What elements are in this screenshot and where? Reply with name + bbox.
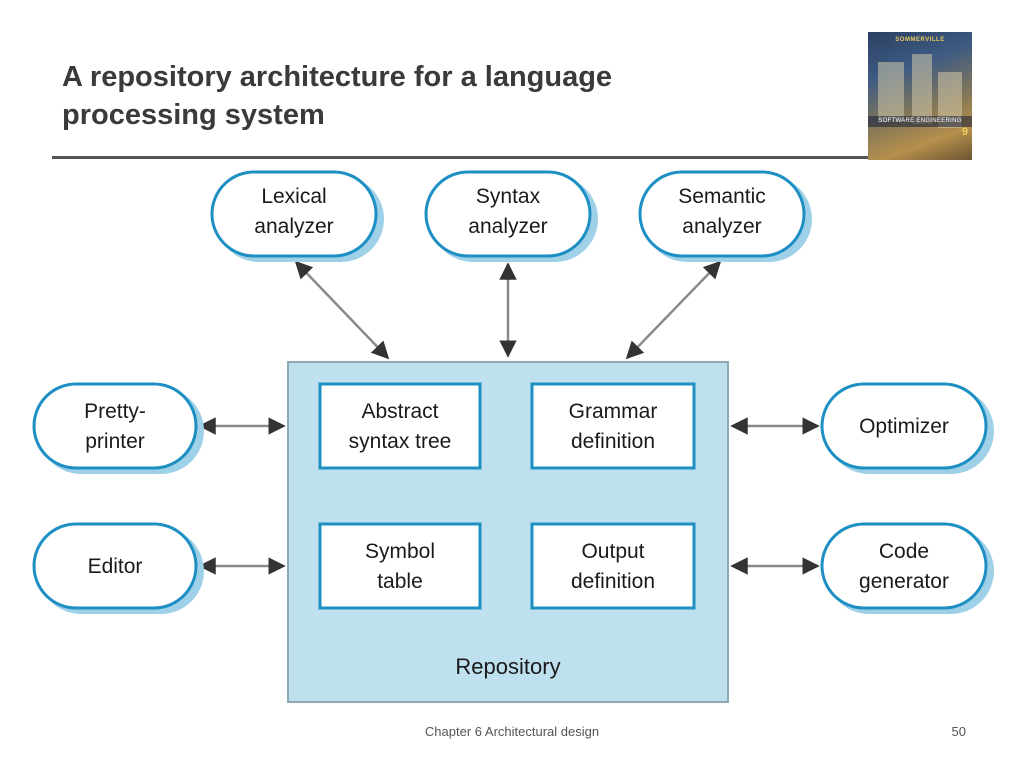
grammar-definition-line-2: definition	[571, 430, 655, 453]
pretty-printer-node: Pretty- printer	[32, 382, 204, 474]
abstract-syntax-tree-line-2: syntax tree	[349, 430, 452, 453]
grammar-definition-line-1: Grammar	[569, 400, 658, 423]
grammar-definition-box: Grammar definition	[530, 382, 696, 470]
syntax-analyzer-line-2: analyzer	[468, 215, 547, 238]
lexical-analyzer-line-2: analyzer	[254, 215, 333, 238]
semantic-analyzer-node: Semantic analyzer	[638, 170, 812, 262]
symbol-table-box: Symbol table	[318, 522, 482, 610]
optimizer-node: Optimizer	[820, 382, 994, 474]
lexical-analyzer-connector	[294, 260, 390, 360]
semantic-analyzer-line-2: analyzer	[682, 215, 761, 238]
pretty-printer-line-2: printer	[85, 430, 145, 453]
symbol-table-rect	[318, 522, 482, 610]
optimizer-label: Optimizer	[859, 415, 949, 438]
lexical-analyzer-line-1: Lexical	[261, 185, 326, 208]
code-generator-line-2: generator	[859, 570, 949, 593]
slide-footer: Chapter 6 Architectural design	[424, 724, 600, 739]
output-definition-box: Output definition	[530, 522, 696, 610]
symbol-table-line-1: Symbol	[365, 540, 435, 563]
slide-title-line-2: processing system	[62, 99, 325, 131]
symbol-table-line-2: table	[377, 570, 423, 593]
syntax-analyzer-shape	[424, 170, 592, 258]
repository-label: Repository	[455, 654, 560, 679]
connectors	[198, 260, 820, 575]
syntax-analyzer-node: Syntax analyzer	[424, 170, 598, 262]
pretty-printer-line-1: Pretty-	[84, 400, 146, 423]
slide-title-line-1: A repository architecture for a language	[62, 61, 613, 93]
abstract-syntax-tree-rect	[318, 382, 482, 470]
semantic-analyzer-shape	[638, 170, 806, 258]
cover-edition: 9	[961, 126, 968, 138]
title-underline	[52, 156, 872, 159]
pretty-printer-shape	[32, 382, 198, 470]
editor-node: Editor	[32, 522, 204, 614]
abstract-syntax-tree-line-1: Abstract	[361, 400, 438, 423]
output-definition-line-1: Output	[581, 540, 644, 563]
grammar-definition-rect	[530, 382, 696, 470]
semantic-analyzer-connector	[625, 260, 722, 360]
lexical-analyzer-shape	[210, 170, 378, 258]
repository: Repository Abstract syntax tree Grammar …	[287, 361, 729, 703]
page-number: 50	[951, 724, 966, 739]
output-definition-rect	[530, 522, 696, 610]
lexical-analyzer-node: Lexical analyzer	[210, 170, 384, 262]
cover-title-strip	[868, 116, 972, 127]
code-generator-shape	[820, 522, 988, 610]
editor-shape	[32, 522, 198, 610]
cover-building-shape	[878, 62, 904, 122]
output-definition-line-2: definition	[571, 570, 655, 593]
book-cover-image: SOMMERVILLE SOFTWARE ENGINEERING 9	[868, 32, 972, 160]
code-generator-line-1: Code	[879, 540, 929, 563]
slide-title: A repository architecture for a language…	[62, 58, 822, 134]
semantic-analyzer-line-1: Semantic	[678, 185, 766, 208]
optimizer-shape	[820, 382, 988, 470]
syntax-analyzer-line-1: Syntax	[476, 185, 541, 208]
cover-title: SOFTWARE ENGINEERING	[878, 118, 962, 124]
cover-building-shape	[912, 54, 932, 124]
code-generator-node: Code generator	[820, 522, 994, 614]
abstract-syntax-tree-box: Abstract syntax tree	[318, 382, 482, 470]
cover-author: SOMMERVILLE	[895, 37, 945, 43]
editor-label: Editor	[88, 555, 143, 578]
